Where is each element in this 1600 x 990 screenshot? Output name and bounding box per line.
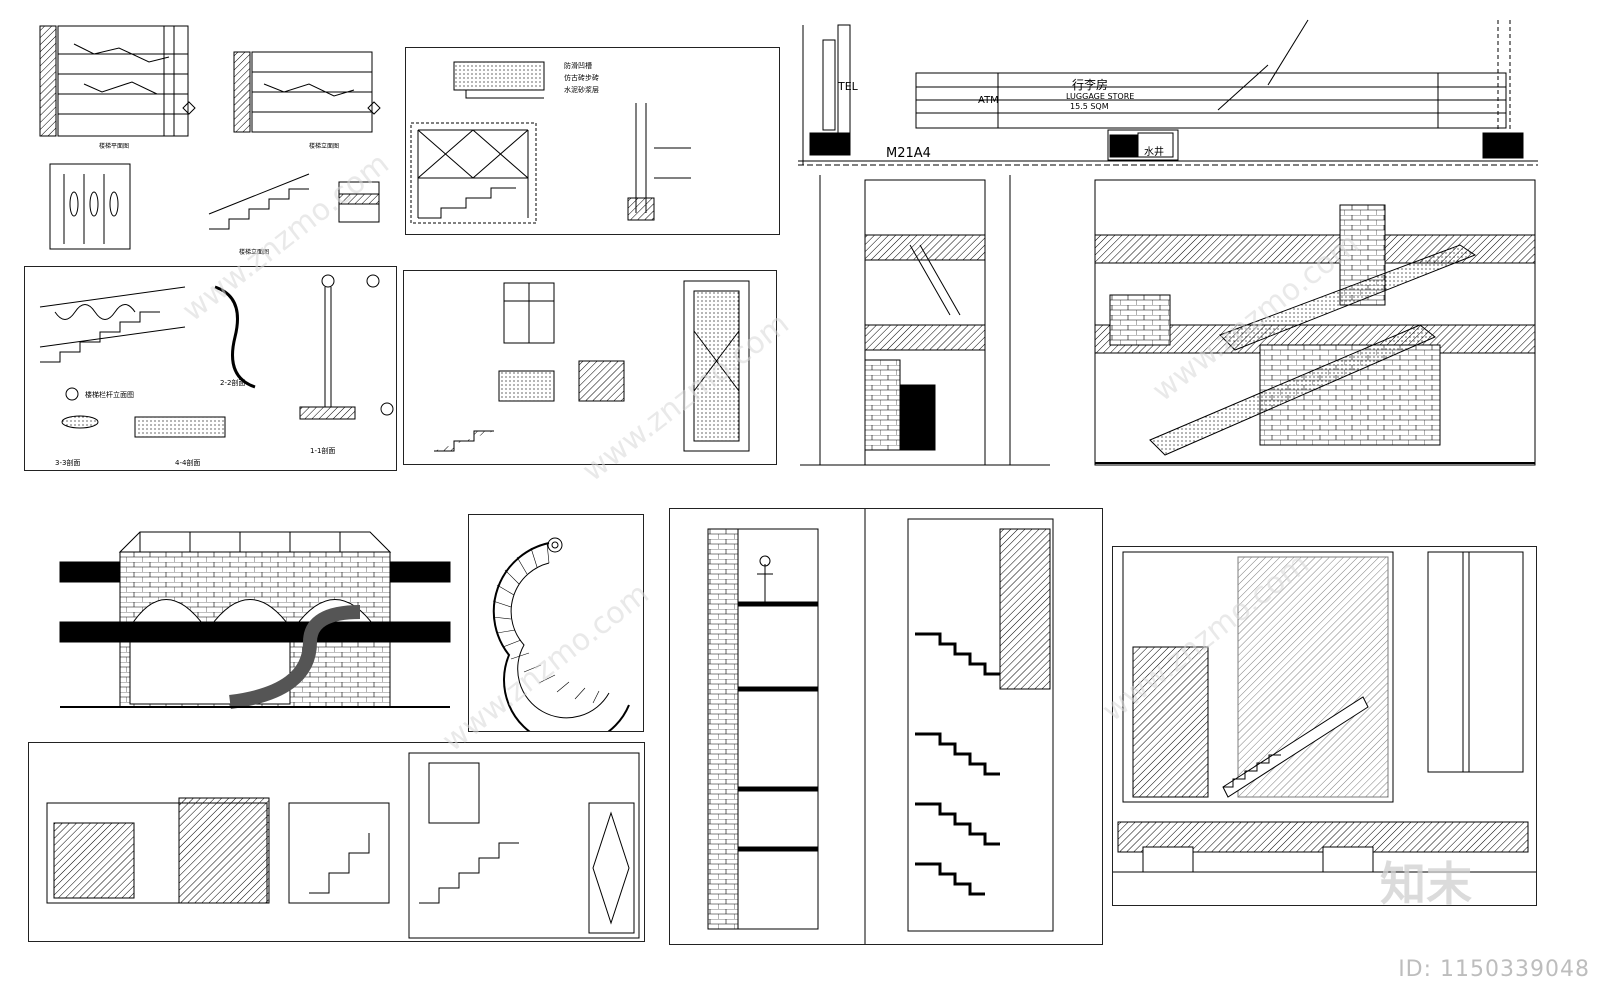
cabinet-elevations-drawing — [46, 752, 640, 939]
stair-elev-title: 楼梯立面图 — [309, 142, 339, 150]
sheet-rail-detail: 防滑凹槽 仿古砖步砖 水泥砂浆层 — [405, 47, 780, 235]
store-en-label: LUGGAGE STORE — [1066, 92, 1134, 101]
spiral-plan-drawing — [492, 537, 630, 731]
rail-elevation-drawing: 楼梯栏杆立面图 2-2剖面 1-1剖面 3-3剖面 4-4剖面 — [39, 274, 394, 467]
sheet-escalator-plan: TEL ATM 行李房 LUGGAGE STORE 15.5 SQM M21A4… — [798, 15, 1538, 175]
sheet-stair-tower — [669, 508, 1103, 945]
stair-plan-drawing: 楼梯平面图 楼梯立面图 楼梯立面图 — [39, 25, 381, 256]
anti-slip-label: 防滑凹槽 — [564, 61, 592, 70]
section-4-label: 4-4剖面 — [175, 458, 200, 467]
section-2-label: 2-2剖面 — [220, 378, 245, 387]
stair-detail-drawing — [1113, 551, 1536, 873]
store-cn-label: 行李房 — [1072, 77, 1108, 92]
well-label: 水井 — [1144, 145, 1164, 158]
stair-plan-title: 楼梯平面图 — [99, 142, 129, 150]
mortar-label: 水泥砂浆层 — [564, 85, 599, 94]
stair-elev-title-2: 楼梯立面图 — [239, 248, 269, 256]
store-area-label: 15.5 SQM — [1070, 102, 1109, 111]
stair-tower-drawing — [707, 509, 1054, 944]
escalator-sections-drawing — [800, 175, 1536, 466]
sheet-escalator-sections — [800, 175, 1545, 475]
section-3-label: 3-3剖面 — [55, 458, 80, 467]
section-1-label: 1-1剖面 — [310, 446, 335, 455]
id-badge: ID: 1150339048 — [1398, 957, 1590, 982]
rail-elev-title: 楼梯栏杆立面图 — [85, 390, 134, 399]
escalator-plan-drawing: TEL ATM 行李房 LUGGAGE STORE 15.5 SQM M21A4… — [798, 19, 1538, 166]
sheet-arch-elevation — [30, 512, 470, 730]
code-label: M21A4 — [886, 146, 931, 161]
sheet-rail-elevation: 楼梯栏杆立面图 2-2剖面 1-1剖面 3-3剖面 4-4剖面 — [24, 266, 397, 471]
stone-tread-label: 仿古砖步砖 — [564, 73, 599, 82]
arch-elevation-drawing — [59, 531, 451, 709]
stair-sections-drawing — [434, 280, 750, 452]
sheet-spiral-plan — [468, 514, 644, 732]
tel-label: TEL — [837, 80, 859, 93]
sheet-stair-detail — [1112, 546, 1537, 906]
atm-label: ATM — [978, 95, 999, 106]
sheet-cabinet-elevations — [28, 742, 645, 942]
sheet-stair-plans: 楼梯平面图 楼梯立面图 楼梯立面图 — [14, 14, 404, 264]
brand-logo: 知末 — [1380, 857, 1472, 911]
rail-detail-drawing: 防滑凹槽 仿古砖步砖 水泥砂浆层 — [410, 61, 691, 224]
sheet-stair-sections — [403, 270, 777, 465]
